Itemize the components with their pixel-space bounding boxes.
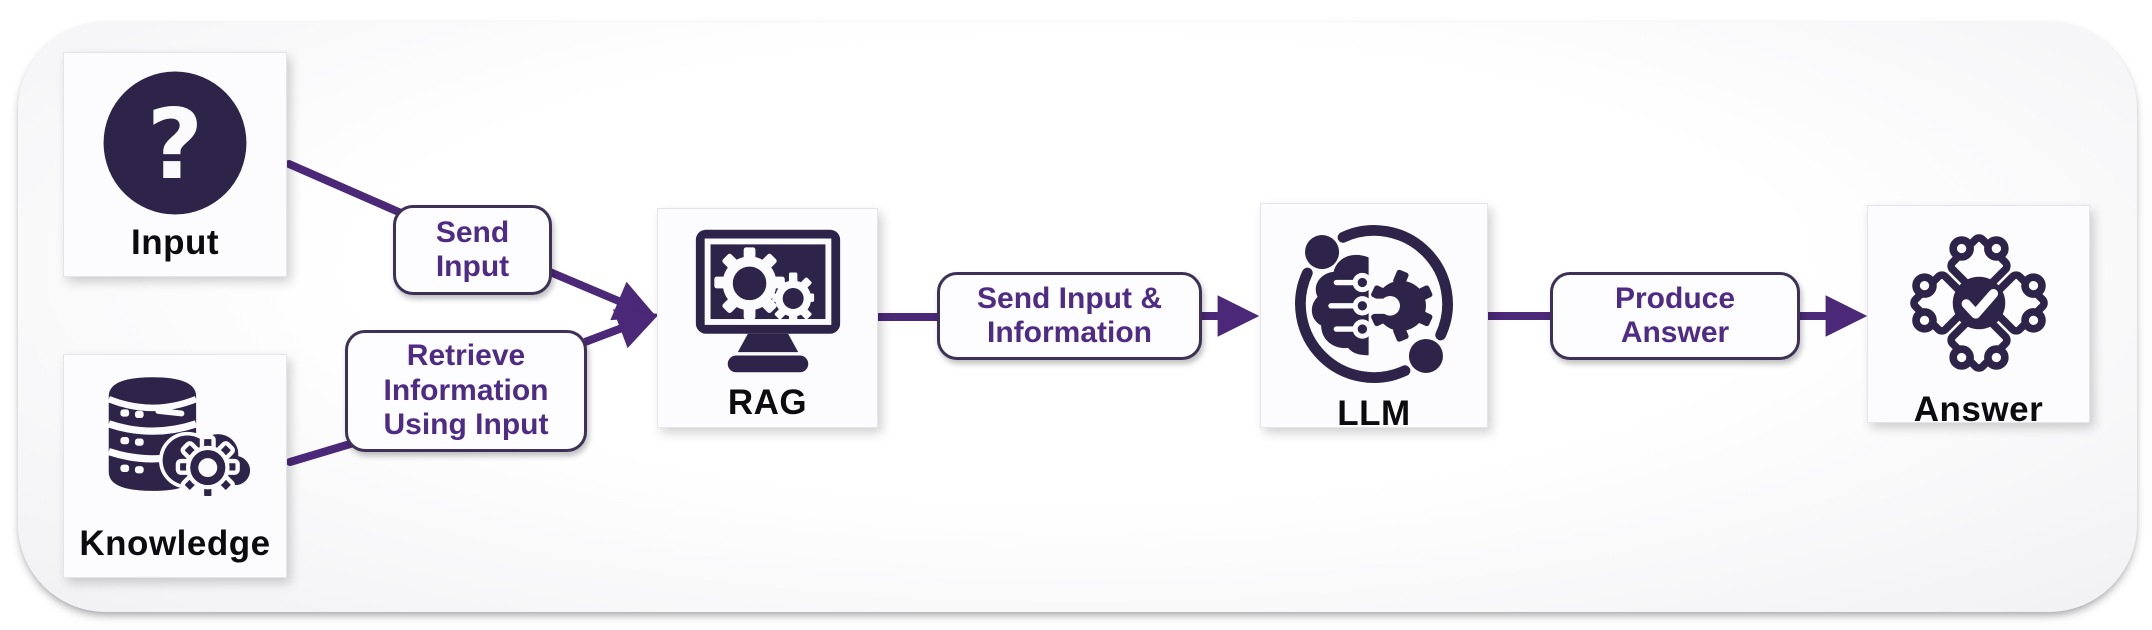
node-answer: Answer xyxy=(1867,205,2090,427)
monitor-gears-icon xyxy=(695,229,840,373)
node-label-knowledge: Knowledge xyxy=(79,524,271,563)
edge-label-retrieve-information-text: Retrieve Information Using Input xyxy=(383,339,549,442)
edge-label-produce-answer-text: Produce Answer xyxy=(1614,281,1736,350)
edge-label-send-input-information-text: Send Input & Information xyxy=(977,281,1162,350)
llm-icon-wrap xyxy=(1284,218,1464,390)
node-input: ? Input xyxy=(63,52,287,277)
rag-icon-wrap xyxy=(684,223,852,379)
node-label-rag: RAG xyxy=(727,383,808,422)
edge-label-send-input: Send Input xyxy=(393,205,552,295)
database-gear-cloud-icon xyxy=(107,376,254,500)
edge-label-send-input-information: Send Input & Information xyxy=(937,272,1202,360)
input-icon-wrap: ? xyxy=(99,67,251,219)
puzzle-check-icon xyxy=(1909,234,2048,372)
knowledge-icon-wrap xyxy=(91,369,259,520)
edge-label-produce-answer: Produce Answer xyxy=(1550,272,1800,360)
node-label-answer: Answer xyxy=(1913,390,2044,429)
node-label-llm: LLM xyxy=(1337,394,1411,433)
question-mark-icon: ? xyxy=(103,71,247,215)
brain-gear-circuit-icon xyxy=(1295,225,1453,383)
edge-label-send-input-text: Send Input xyxy=(435,215,510,284)
node-knowledge: Knowledge xyxy=(63,354,287,578)
node-label-input: Input xyxy=(130,223,220,262)
edge-label-retrieve-information: Retrieve Information Using Input xyxy=(345,330,587,452)
svg-text:?: ? xyxy=(147,88,203,201)
node-llm: LLM xyxy=(1260,203,1488,433)
answer-icon-wrap xyxy=(1894,220,2064,386)
node-rag: RAG xyxy=(657,208,878,428)
